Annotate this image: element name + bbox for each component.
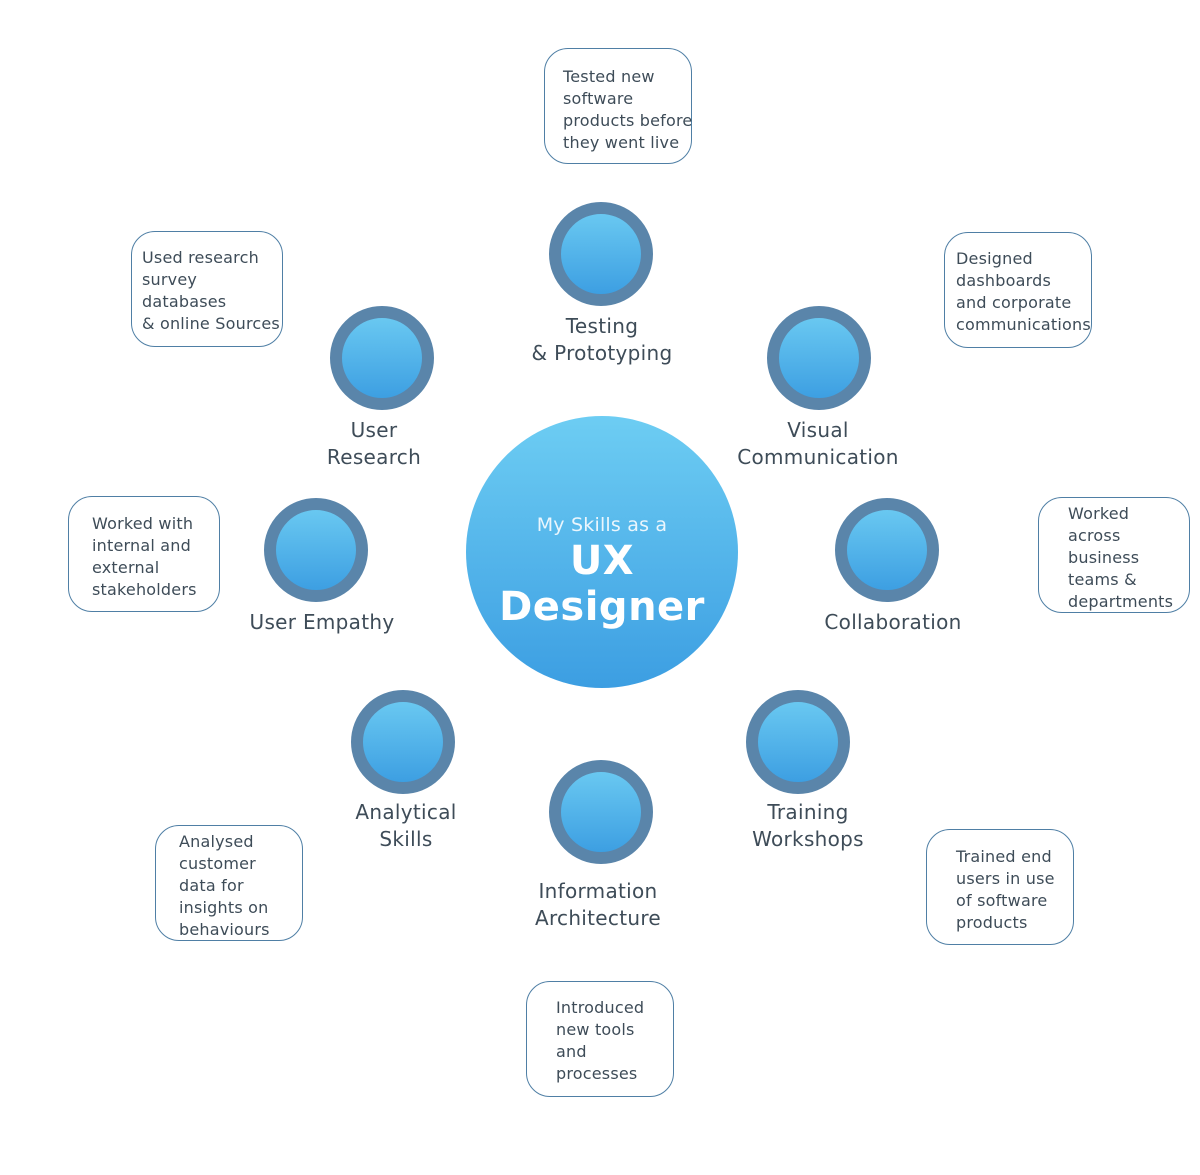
skill-label-line: User	[350, 418, 398, 442]
note-line: Designed	[956, 249, 1033, 268]
skill-note-analytical: Analysed customer data for insights on b…	[155, 825, 303, 941]
skill-node-empathy	[264, 498, 368, 602]
note-line: new tools	[556, 1020, 635, 1039]
note-line: external	[92, 558, 160, 577]
skill-node-training	[746, 690, 850, 794]
note-line: insights on	[179, 898, 269, 917]
skill-node-testing	[549, 202, 653, 306]
note-line: teams &	[1068, 570, 1137, 589]
note-line: and	[556, 1042, 587, 1061]
skill-label-line: Communication	[737, 445, 899, 469]
note-line: business	[1068, 548, 1140, 567]
note-line: products	[956, 913, 1028, 932]
note-line: databases	[142, 292, 227, 311]
note-line: dashboards	[956, 271, 1051, 290]
skill-note-testing: Tested new software products before they…	[544, 48, 692, 164]
note-line: customer	[179, 854, 256, 873]
skill-label-line: Research	[326, 445, 422, 469]
skill-node-analytical	[351, 690, 455, 794]
skill-label-line: Architecture	[534, 906, 662, 930]
skill-node-collaboration	[835, 498, 939, 602]
note-line: communications	[956, 315, 1091, 334]
note-line: across	[1068, 526, 1121, 545]
skill-note-collaboration: Worked across business teams & departmen…	[1038, 497, 1190, 613]
skill-label-line: Collaboration	[824, 610, 962, 634]
note-line: they went live	[563, 133, 680, 152]
skill-label-research: User Research	[274, 417, 474, 471]
hub-subtitle: My Skills as a	[536, 514, 668, 536]
note-line: of software	[956, 891, 1048, 910]
note-line: Analysed	[179, 832, 254, 851]
skill-label-line: Visual	[787, 418, 849, 442]
skill-label-line: Analytical	[355, 800, 457, 824]
note-line: survey	[142, 270, 198, 289]
skill-label-line: Information	[538, 879, 658, 903]
hub-title: UX Designer	[499, 538, 705, 630]
skill-note-training: Trained end users in use of software pro…	[926, 829, 1074, 945]
note-line: Introduced	[556, 998, 645, 1017]
skill-note-visual: Designed dashboards and corporate commun…	[944, 232, 1092, 348]
note-line: users in use	[956, 869, 1055, 888]
skill-label-collaboration: Collaboration	[793, 609, 993, 636]
note-line: Used research	[142, 248, 259, 267]
skill-label-line: & Prototyping	[531, 341, 673, 365]
skill-label-testing: Testing & Prototyping	[502, 313, 702, 367]
note-line: products before	[563, 111, 693, 130]
note-line: Worked	[1068, 504, 1130, 523]
skill-note-info-arch: Introduced new tools and processes	[526, 981, 674, 1097]
note-line: Trained end	[956, 847, 1052, 866]
note-line: behaviours	[179, 920, 270, 939]
skill-node-info-arch	[549, 760, 653, 864]
skill-node-visual	[767, 306, 871, 410]
skill-label-line: Workshops	[752, 827, 864, 851]
note-line: departments	[1068, 592, 1174, 611]
note-line: processes	[556, 1064, 638, 1083]
skill-node-research	[330, 306, 434, 410]
skill-note-research: Used research survey databases & online …	[131, 231, 283, 347]
note-line: & online Sources	[142, 314, 280, 333]
note-line: data for	[179, 876, 244, 895]
skill-label-line: Testing	[565, 314, 639, 338]
skill-label-empathy: User Empathy	[222, 609, 422, 636]
note-line: Tested new	[563, 67, 655, 86]
skill-label-training: Training Workshops	[708, 799, 908, 853]
central-hub: My Skills as a UX Designer	[466, 416, 738, 688]
note-line: Worked with	[92, 514, 194, 533]
skill-note-empathy: Worked with internal and external stakeh…	[68, 496, 220, 612]
skill-label-info-arch: Information Architecture	[498, 878, 698, 932]
note-line: and corporate	[956, 293, 1072, 312]
note-line: internal and	[92, 536, 191, 555]
skill-label-line: Training	[767, 800, 849, 824]
skill-label-analytical: Analytical Skills	[306, 799, 506, 853]
skill-label-line: Skills	[379, 827, 433, 851]
skill-label-line: User Empathy	[249, 610, 395, 634]
skill-label-visual: Visual Communication	[718, 417, 918, 471]
note-line: stakeholders	[92, 580, 197, 599]
note-line: software	[563, 89, 634, 108]
